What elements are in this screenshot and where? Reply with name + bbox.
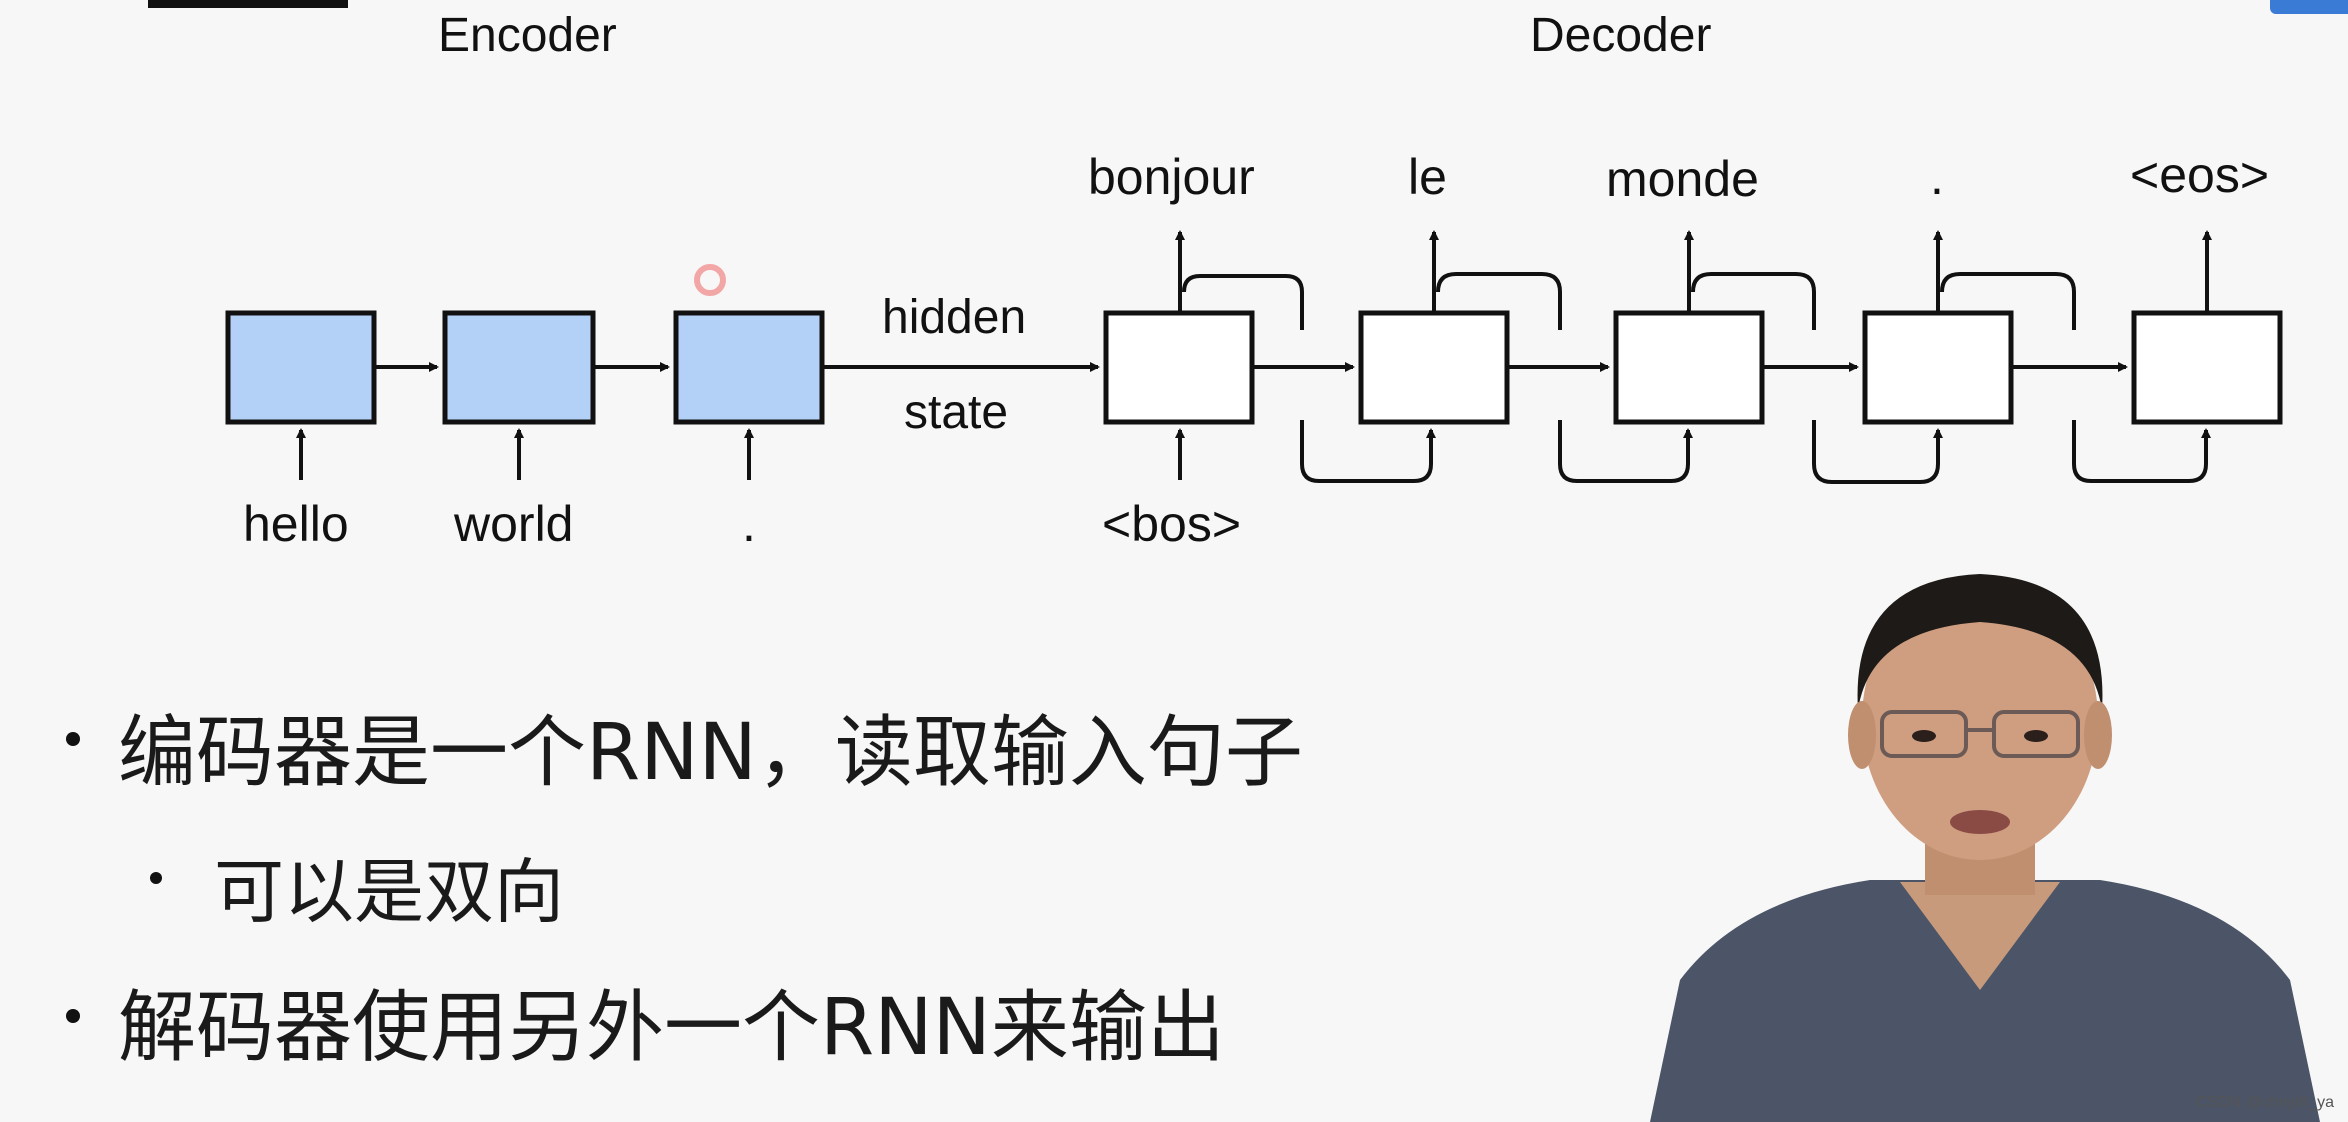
feedback-loop-4 bbox=[1940, 272, 2076, 330]
presenter-video bbox=[1650, 574, 2320, 1122]
decoder-input-bos: <bos> bbox=[1102, 496, 1242, 552]
decoder-output-monde: monde bbox=[1606, 151, 1759, 207]
encoder-input-world: world bbox=[454, 496, 574, 552]
decoder-output-le: le bbox=[1408, 149, 1447, 205]
decoder-cell-4 bbox=[1862, 310, 2014, 425]
encoder-cell-1 bbox=[225, 310, 377, 425]
feedback-loop-2 bbox=[1436, 272, 1562, 330]
encoder-input-period: . bbox=[742, 496, 756, 552]
decoder-cell-3 bbox=[1613, 310, 1765, 425]
bullet-bidirectional: 可以是双向 bbox=[214, 851, 564, 933]
feedback-loop-1 bbox=[1182, 274, 1304, 330]
decoder-cell-5 bbox=[2131, 310, 2283, 425]
decoder-cell-1 bbox=[1103, 310, 1255, 425]
corner-badge bbox=[2270, 0, 2348, 14]
bullet-encoder: 编码器是一个RNN，读取输入句子 bbox=[118, 708, 1303, 798]
decoder-output-bonjour: bonjour bbox=[1088, 149, 1255, 205]
feedback-loop-3b bbox=[1812, 420, 1943, 484]
encoder-input-hello: hello bbox=[243, 496, 349, 552]
encoder-cell-3 bbox=[673, 310, 825, 425]
feedback-loop-3 bbox=[1691, 272, 1816, 330]
bullet-dot-sub bbox=[150, 872, 162, 884]
encoder-cell-2 bbox=[442, 310, 596, 425]
feedback-loop-4b bbox=[2072, 420, 2211, 483]
feedback-loop-1b bbox=[1300, 420, 1436, 483]
bullet-dot-1 bbox=[66, 732, 80, 746]
feedback-loop-2b bbox=[1558, 420, 1693, 483]
seq2seq-diagram bbox=[225, 230, 2283, 484]
watermark: CSDN @chnyi6_ya bbox=[2195, 1094, 2334, 1111]
decoder-output-period: . bbox=[1930, 149, 1944, 205]
decoder-output-eos: <eos> bbox=[2130, 147, 2270, 203]
hidden-state-label-line1: hidden bbox=[882, 291, 1027, 344]
encoder-title: Encoder bbox=[438, 9, 617, 62]
title-fragment bbox=[148, 0, 348, 8]
bullet-decoder: 解码器使用另外一个RNN来输出 bbox=[118, 983, 1225, 1073]
cursor-highlight bbox=[694, 264, 726, 296]
decoder-title: Decoder bbox=[1530, 9, 1712, 62]
decoder-cell-2 bbox=[1358, 310, 1510, 425]
hidden-state-label-line2: state bbox=[904, 386, 1009, 439]
bullet-dot-2 bbox=[66, 1009, 80, 1023]
